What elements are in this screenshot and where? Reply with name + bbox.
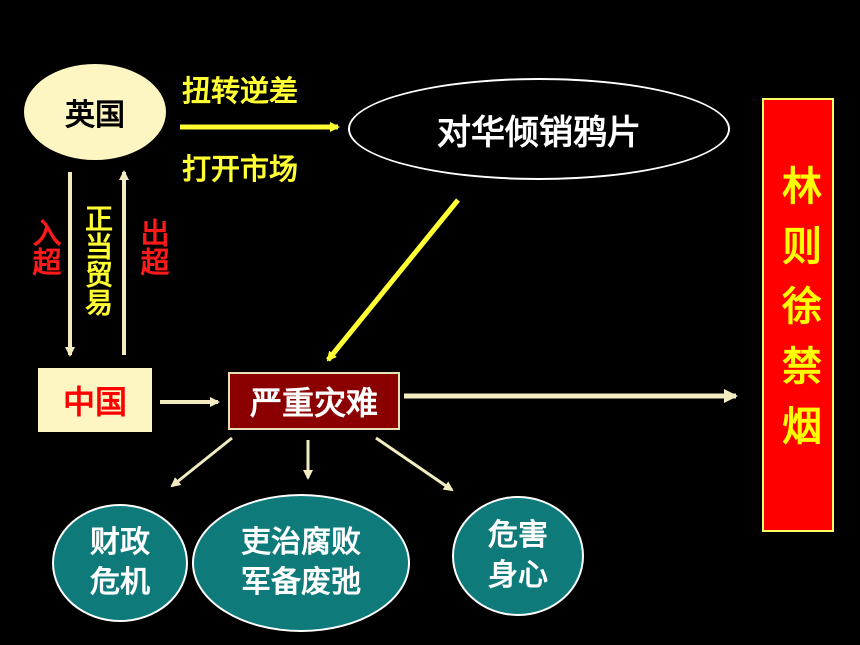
label-reverse-deficit: 扭转逆差 xyxy=(182,74,299,108)
label-legitimate-trade: 正当贸易 xyxy=(81,204,114,316)
arrow-opium-to-disaster xyxy=(326,198,460,362)
label-import-surplus: 入超 xyxy=(28,218,62,276)
consequence-corruption: 吏治腐败 军备废弛 xyxy=(192,494,410,632)
node-china: 中国 xyxy=(38,368,152,432)
node-disaster: 严重灾难 xyxy=(228,372,400,430)
consequence-fiscal-crisis: 财政 危机 xyxy=(52,504,188,622)
arrow-to-fiscal-crisis xyxy=(170,436,233,488)
label-export-surplus: 出超 xyxy=(136,218,170,276)
consequence-line: 危害 xyxy=(488,517,548,553)
label-open-market: 打开市场 xyxy=(182,152,299,186)
consequence-line: 财政 xyxy=(90,524,150,560)
consequence-health-harm: 危害 身心 xyxy=(452,496,584,616)
node-lin-zexu: 林则徐禁烟 xyxy=(762,98,834,532)
node-opium-trade: 对华倾销鸦片 xyxy=(348,78,730,180)
lin-zexu-text: 林则徐禁烟 xyxy=(775,165,821,465)
consequence-line: 军备废弛 xyxy=(241,565,361,600)
consequence-line: 身心 xyxy=(488,558,548,593)
consequence-line: 危机 xyxy=(90,565,150,600)
node-britain: 英国 xyxy=(24,64,166,160)
arrow-to-health-harm xyxy=(375,436,454,492)
consequence-line: 吏治腐败 xyxy=(241,524,361,560)
